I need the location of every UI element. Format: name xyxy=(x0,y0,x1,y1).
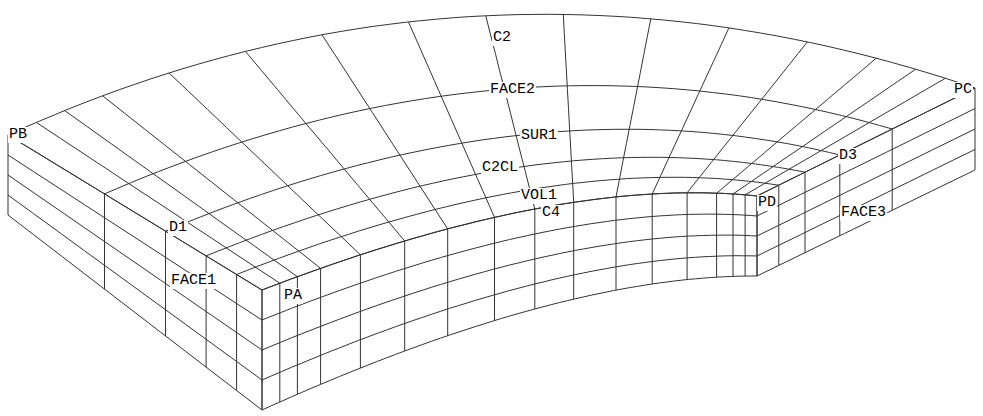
mesh-line xyxy=(616,19,651,197)
mesh-label: D1 xyxy=(168,220,188,236)
mesh-line xyxy=(8,14,975,135)
mesh-label: D3 xyxy=(838,148,858,164)
mesh-label: PB xyxy=(8,127,28,143)
mesh-line xyxy=(8,155,262,320)
mesh-line xyxy=(757,129,975,236)
mesh-line xyxy=(745,78,945,195)
mesh-line xyxy=(409,22,495,217)
mesh-line xyxy=(262,256,757,380)
mesh-label: PD xyxy=(757,195,777,211)
mesh-line xyxy=(757,88,975,196)
mesh-line xyxy=(322,35,448,229)
mesh-label: SUR1 xyxy=(520,128,558,144)
mesh-line xyxy=(206,157,805,256)
mesh-line xyxy=(262,235,757,350)
mesh-line xyxy=(652,28,729,194)
mesh-line xyxy=(757,109,975,217)
mesh-line xyxy=(8,135,262,290)
mesh-line xyxy=(237,177,779,274)
mesh-label: C4 xyxy=(541,205,561,221)
mesh-line xyxy=(8,195,262,380)
mesh-label: FACE3 xyxy=(840,205,887,221)
mesh-line xyxy=(486,16,535,209)
mesh-line xyxy=(8,175,262,350)
mesh-label: PA xyxy=(283,288,303,304)
mesh-line xyxy=(169,73,360,255)
mesh-line xyxy=(103,96,321,269)
mesh-line xyxy=(8,215,262,410)
mesh-line xyxy=(687,42,807,193)
mesh-line xyxy=(262,193,757,290)
mesh-line xyxy=(757,170,975,276)
mesh-line xyxy=(105,86,893,194)
mesh-line xyxy=(8,135,262,290)
mesh-line xyxy=(757,150,975,257)
mesh-label: FACE1 xyxy=(170,273,217,289)
mesh-line xyxy=(717,58,877,193)
mesh-line xyxy=(262,214,757,320)
mesh-line xyxy=(262,276,757,410)
mesh-line xyxy=(36,122,279,283)
mesh-label: PC xyxy=(953,82,973,98)
mesh-label: C2CL xyxy=(481,160,519,176)
mesh-line xyxy=(563,14,573,202)
mesh-line xyxy=(262,193,757,290)
mesh-line xyxy=(733,69,916,194)
mesh-label: VOL1 xyxy=(520,188,558,204)
mesh-label: FACE2 xyxy=(489,82,536,98)
mesh-label: C2 xyxy=(492,30,512,46)
